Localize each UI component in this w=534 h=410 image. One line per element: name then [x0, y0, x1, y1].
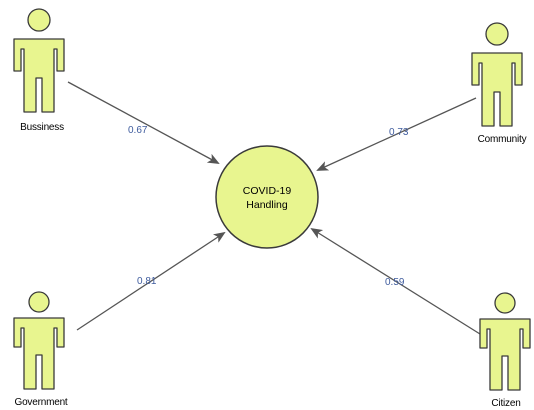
actor-citizen: Citizen	[479, 292, 531, 409]
person-icon	[471, 22, 523, 127]
actor-community: Community	[471, 22, 527, 145]
person-icon	[13, 291, 65, 390]
node-label-line2: Handling	[246, 199, 288, 211]
edge-label-bussiness: 0.67	[128, 125, 148, 136]
edge-label-citizen: 0.59	[385, 277, 405, 288]
person-icon	[13, 8, 65, 113]
node-label-line1: COVID-19	[243, 185, 292, 197]
edge-label-community: 0.73	[389, 127, 409, 138]
covid-handling-circle	[215, 145, 319, 249]
edge-government-to-covid	[76, 231, 226, 331]
edge-community-to-covid	[316, 97, 477, 171]
edges	[67, 81, 481, 335]
actor-government: Government	[13, 291, 68, 408]
actor-label-government: Government	[14, 397, 67, 408]
actor-label-citizen: Citizen	[491, 398, 520, 409]
person-icon	[479, 292, 531, 391]
actor-bussiness: Bussiness	[13, 8, 65, 133]
edge-labels: 0.67 0.73 0.81 0.59	[128, 125, 409, 288]
covid-handling-node: COVID-19 Handling	[215, 145, 319, 249]
edge-bussiness-to-covid	[67, 81, 220, 164]
actor-label-bussiness: Bussiness	[20, 122, 64, 133]
edge-citizen-to-covid	[310, 227, 481, 335]
actor-label-community: Community	[478, 134, 527, 145]
edge-label-government: 0.81	[137, 276, 157, 287]
